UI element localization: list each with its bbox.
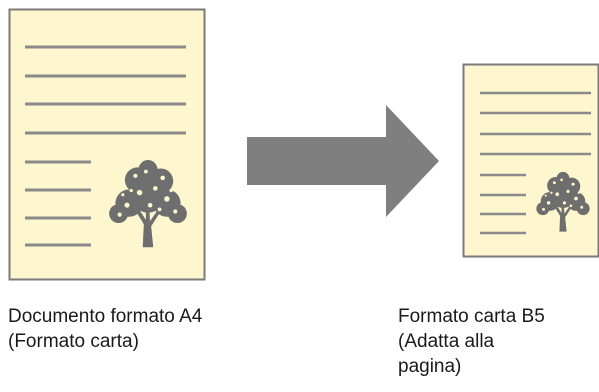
source-caption-line: Documento formato A4 [8, 306, 203, 327]
source-document [8, 8, 206, 281]
target-caption-line: (Adatta alla [398, 331, 495, 352]
target-document [462, 63, 599, 258]
target-caption-line: Formato carta B5 [398, 306, 545, 327]
source-caption-line: (Formato carta) [8, 331, 139, 352]
source-caption: Documento formato A4 (Formato carta) [8, 304, 202, 354]
target-caption: Formato carta B5 (Adatta alla pagina) [398, 304, 545, 379]
arrow-right-icon [247, 105, 439, 217]
target-page [462, 63, 599, 258]
target-text-lines [480, 91, 591, 235]
source-page [8, 8, 206, 281]
source-text-lines [25, 45, 186, 247]
target-caption-line: pagina) [398, 356, 462, 377]
